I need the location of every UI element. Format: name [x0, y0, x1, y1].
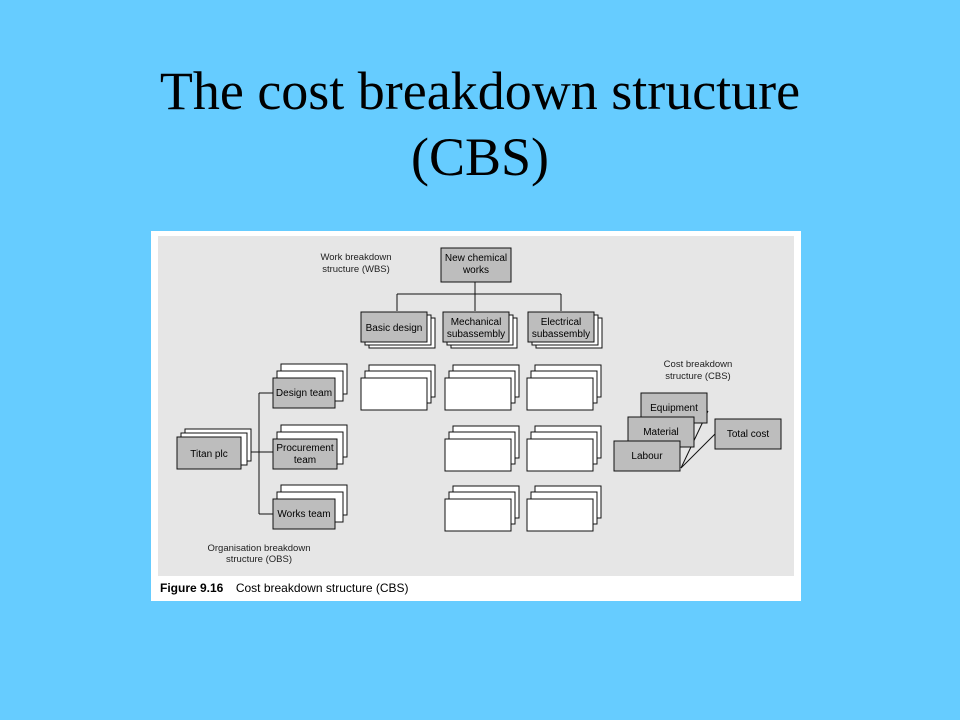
cbs-total-label: Total cost — [727, 429, 769, 440]
wbs-item-basic-design-line-1: Basic design — [366, 323, 423, 334]
wbs-label-line-1: Work breakdown — [320, 252, 391, 263]
obs-item-design-team: Design team — [272, 363, 348, 409]
cbs-total-box: Total cost — [714, 418, 782, 450]
obs-item-procurement-team: Procurement team — [272, 424, 348, 470]
cbs-label-line-2: structure (CBS) — [665, 371, 730, 382]
wbs-item-mechanical-line-1: Mechanical — [451, 317, 502, 328]
obs-label-line-1: Organisation breakdown — [208, 543, 311, 554]
obs-root-box: Titan plc — [176, 428, 252, 470]
obs-item-works-team-line-1: Works team — [277, 509, 330, 520]
wbs-item-electrical-line-1: Electrical — [541, 317, 582, 328]
matrix-cell-works-mechanical — [444, 485, 520, 532]
matrix-cell-design-basic — [360, 364, 436, 411]
wbs-item-electrical: Electrical subassembly — [527, 311, 603, 349]
wbs-root-line-2: works — [462, 265, 489, 276]
figure-caption: Figure 9.16 Cost breakdown structure (CB… — [160, 579, 409, 596]
wbs-root-box: New chemical works — [440, 247, 512, 283]
figure-caption-text: Cost breakdown structure (CBS) — [236, 581, 409, 595]
wbs-item-electrical-line-2: subassembly — [532, 329, 590, 340]
figure-panel: Work breakdown structure (WBS) New chemi… — [151, 231, 801, 601]
cbs-item-material-label: Material — [643, 427, 679, 438]
cbs-label-line-1: Cost breakdown — [664, 359, 733, 370]
slide-title-line-1: The cost breakdown structure — [159, 61, 801, 121]
obs-root-label: Titan plc — [190, 449, 227, 460]
matrix-cell-procurement-electrical — [526, 425, 602, 472]
matrix-cell-procurement-mechanical — [444, 425, 520, 472]
figure-caption-number: Figure 9.16 — [160, 581, 224, 595]
slide-title: The cost breakdown structure (CBS) — [0, 58, 960, 190]
matrix-cells — [360, 364, 602, 532]
cbs-item-equipment-label: Equipment — [650, 403, 698, 414]
obs-label-line-2: structure (OBS) — [226, 554, 292, 565]
obs-item-procurement-team-line-1: Procurement — [276, 443, 333, 454]
obs-item-procurement-team-line-2: team — [294, 455, 316, 466]
wbs-item-mechanical: Mechanical subassembly — [442, 311, 518, 349]
obs-item-design-team-line-1: Design team — [276, 388, 332, 399]
wbs-item-basic-design: Basic design — [360, 311, 436, 349]
cbs-item-labour-label: Labour — [631, 451, 663, 462]
matrix-cell-design-mechanical — [444, 364, 520, 411]
wbs-root-line-1: New chemical — [445, 253, 507, 264]
matrix-cell-design-electrical — [526, 364, 602, 411]
wbs-item-mechanical-line-2: subassembly — [447, 329, 505, 340]
cbs-item-labour: Labour — [613, 440, 681, 472]
matrix-cell-works-electrical — [526, 485, 602, 532]
obs-item-works-team: Works team — [272, 484, 348, 530]
slide-title-line-2: (CBS) — [410, 127, 550, 187]
wbs-label-line-2: structure (WBS) — [322, 264, 390, 275]
cbs-diagram: Work breakdown structure (WBS) New chemi… — [158, 236, 794, 596]
